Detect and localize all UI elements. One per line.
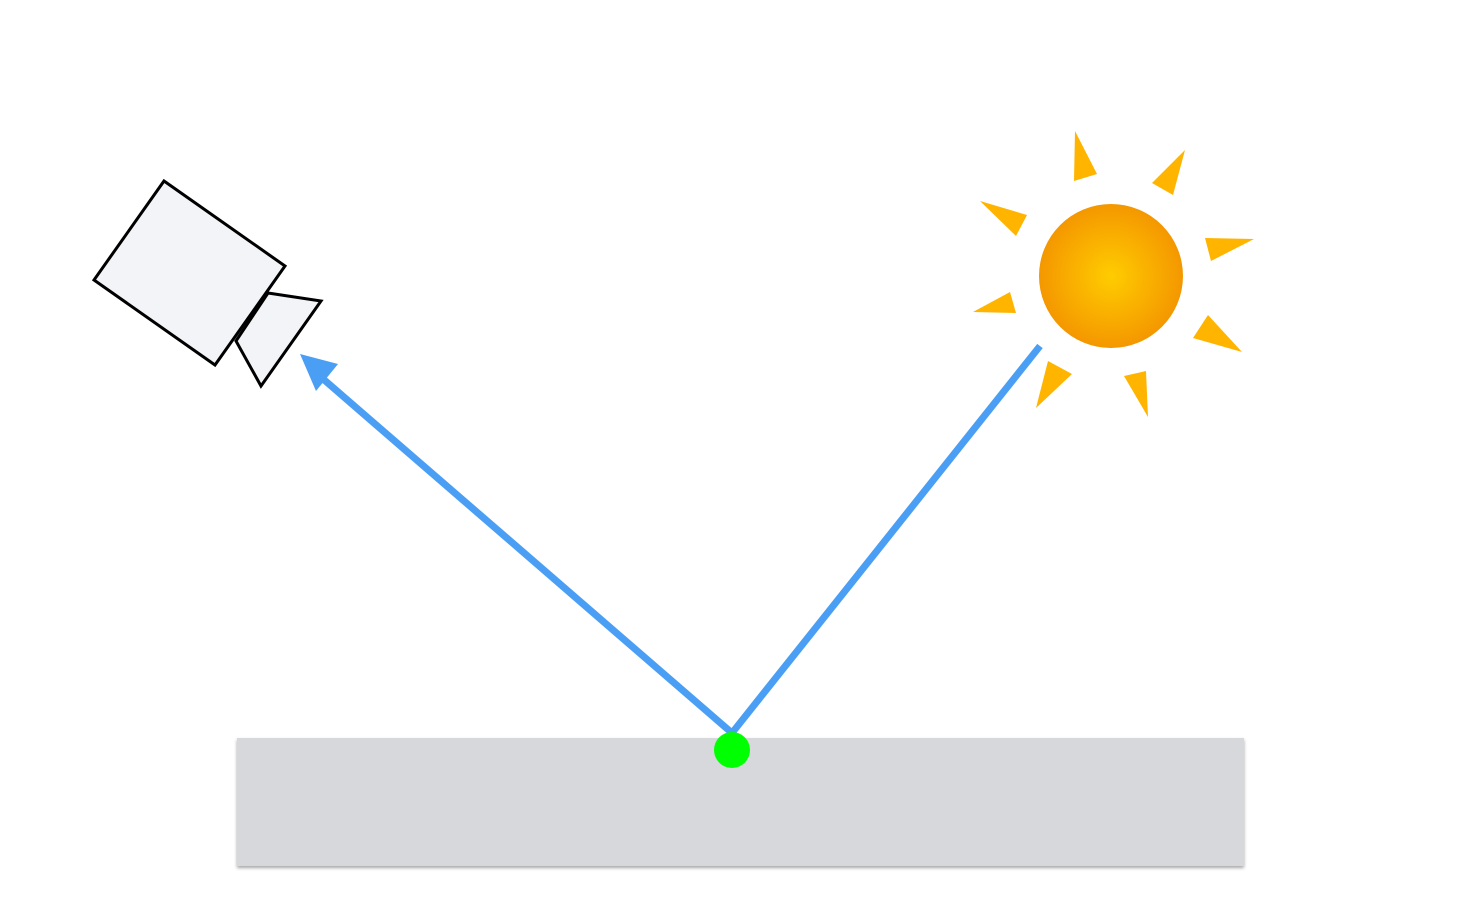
camera-body — [91, 178, 288, 368]
reflected-light-ray — [319, 375, 735, 736]
sun-ray — [980, 201, 1027, 236]
sun-ray — [1036, 361, 1072, 408]
sun-core — [1039, 204, 1183, 348]
reflected-ray-arrowhead — [300, 354, 338, 391]
sun-ray — [1152, 150, 1185, 195]
sun-ray — [1193, 315, 1242, 352]
sun-ray — [973, 292, 1016, 313]
camera-lens — [234, 291, 324, 389]
incident-light-ray — [729, 343, 1043, 736]
surface-point — [714, 732, 750, 768]
sun-ray — [1074, 131, 1097, 181]
sun-icon — [973, 131, 1254, 417]
camera-icon — [91, 178, 324, 389]
sun-ray — [1205, 238, 1254, 261]
sun-rays — [973, 131, 1254, 417]
sun-ray — [1124, 371, 1148, 417]
